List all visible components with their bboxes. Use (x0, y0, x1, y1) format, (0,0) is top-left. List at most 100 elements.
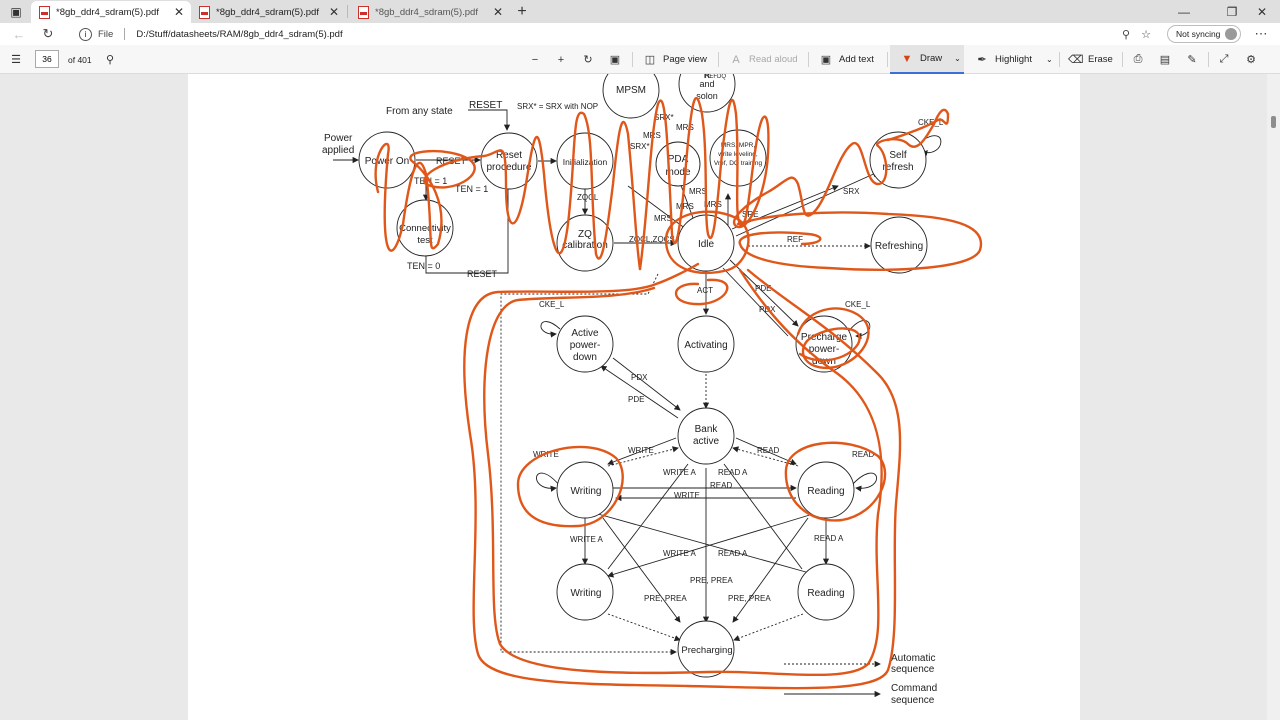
page-view-button[interactable]: ◫Page view (643, 45, 707, 74)
page-number-input[interactable]: 36 (35, 50, 59, 68)
ink-stroke-outer-loop (463, 262, 902, 690)
zoom-in-icon[interactable]: + (557, 53, 565, 66)
label-refdq: REFDQ (705, 74, 726, 80)
profile-sync-button[interactable]: Not syncing (1167, 25, 1241, 43)
ink-stroke-top-scribble (374, 111, 642, 271)
info-icon: i (79, 27, 92, 41)
transition-labels: From any state RESET SRX* = SRX with NOP… (322, 74, 944, 706)
erase-label: Erase (1088, 54, 1113, 65)
label-srx-star-1: SRX* (654, 113, 674, 122)
toolbar-divider (718, 52, 719, 67)
read-aloud-label: Read aloud (749, 54, 798, 65)
draw-button[interactable]: ▼ Draw ⌄ (890, 45, 964, 74)
label-srx-note: SRX* = SRX with NOP (517, 102, 598, 111)
label-write-mid: WRITE (674, 491, 700, 500)
state-conn-label-2: test (417, 235, 433, 246)
tab-divider (347, 5, 348, 18)
search-icon[interactable]: ⚲ (105, 54, 115, 66)
state-sr-label-1: Self (889, 150, 906, 161)
maximize-icon[interactable]: ❐ (1226, 4, 1238, 19)
label-read-loop: READ (852, 450, 874, 459)
add-text-icon: ▣ (820, 54, 832, 66)
scrollbar-thumb[interactable] (1271, 116, 1276, 128)
settings-gear-icon[interactable]: ⚙ (1246, 54, 1256, 66)
vertical-scrollbar[interactable] (1267, 74, 1280, 720)
close-window-icon[interactable]: ✕ (1256, 4, 1268, 19)
refresh-icon[interactable]: ↻ (42, 26, 54, 41)
close-tab-icon[interactable]: ✕ (492, 5, 503, 19)
new-tab-icon[interactable]: + (517, 2, 527, 20)
fullscreen-icon[interactable]: ⤢ (1219, 53, 1229, 65)
tab-title: *8gb_ddr4_sdram(5).pdf (375, 6, 478, 18)
ddr4-state-diagram: MPSM R and solon Power On Reset procedur… (322, 74, 983, 706)
state-ppd-label-1: Precharge (801, 332, 848, 343)
contents-icon[interactable]: ☰ (11, 54, 21, 66)
ink-stroke-act-loop (674, 278, 729, 306)
state-bank-active (677, 407, 735, 465)
url-field[interactable]: i File D:/Stuff/datasheets/RAM/8gb_ddr4_… (69, 25, 1159, 43)
label-from-any-state: From any state (386, 106, 453, 117)
state-sr-label-2: refresh (882, 162, 913, 173)
label-act: ACT (697, 286, 713, 295)
tab-strip: ▣ *8gb_ddr4_sdram(5).pdf ✕ *8gb_ddr4_sdr… (0, 0, 1280, 23)
label-srx-star-2: SRX* (630, 142, 650, 151)
legend-auto-2: sequence (891, 664, 935, 675)
label-read-1: READ (757, 446, 779, 455)
label-power-applied-1: Power (324, 133, 353, 144)
label-sre: SRE (742, 210, 758, 219)
state-zq-label-1: ZQ (578, 229, 592, 240)
ink-stroke-reading-circle (784, 441, 887, 522)
label-mrs-3: MRS (689, 187, 707, 196)
state-active-pd (556, 315, 614, 373)
toolbar-divider (808, 52, 809, 67)
save-as-icon[interactable]: ✎ (1187, 54, 1197, 66)
add-text-button[interactable]: ▣Add text (819, 45, 874, 74)
erase-button[interactable]: ⌫ Erase (1068, 45, 1113, 74)
tab-pdf-2[interactable]: *8gb_ddr4_sdram(5).pdf ✕ (191, 1, 346, 23)
pdf-icon (199, 5, 210, 19)
state-reset-label-2: procedure (486, 162, 531, 173)
close-tab-icon[interactable]: ✕ (173, 5, 184, 19)
tab-pdf-1[interactable]: *8gb_ddr4_sdram(5).pdf ✕ (31, 1, 191, 23)
toolbar-divider (887, 52, 888, 67)
more-menu-icon[interactable]: ⋯ (1254, 26, 1268, 41)
highlight-button[interactable]: ✒Highlight⌄ (975, 45, 1053, 74)
minimize-icon[interactable]: — (1178, 4, 1190, 19)
label-read-mid: READ (710, 481, 732, 490)
state-reading (797, 461, 855, 519)
chevron-down-icon[interactable]: ⌄ (954, 54, 961, 63)
draw-label: Draw (920, 53, 943, 64)
automatic-arrows (500, 242, 881, 668)
label-power-applied-2: applied (322, 145, 354, 156)
label-ref: REF (787, 235, 803, 244)
close-tab-icon[interactable]: ✕ (328, 5, 339, 19)
fit-page-icon[interactable]: ▣ (609, 54, 621, 66)
label-mrs-5: MRS (704, 200, 722, 209)
save-icon[interactable]: ▤ (1159, 54, 1171, 66)
label-read-a-1: READ A (718, 468, 748, 477)
state-bank-label-1: Bank (695, 424, 719, 435)
pdf-page[interactable]: MPSM R and solon Power On Reset procedur… (188, 74, 1080, 720)
rotate-icon[interactable]: ↻ (583, 54, 593, 66)
state-idle-label: Idle (698, 239, 715, 250)
print-icon[interactable]: ⎙ (1133, 53, 1143, 65)
state-writing2-label: Writing (571, 588, 602, 599)
state-pda-label-2: mode (665, 167, 690, 178)
draw-icon: ▼ (901, 52, 913, 65)
back-icon[interactable]: ← (12, 26, 26, 42)
toolbar-divider (632, 52, 633, 67)
state-rank-label-2: and (699, 79, 714, 89)
pdf-icon (39, 5, 50, 19)
tab-pdf-3[interactable]: *8gb_ddr4_sdram(5).pdf ✕ (350, 1, 510, 23)
zoom-out-icon[interactable]: − (531, 53, 539, 66)
chevron-down-icon[interactable]: ⌄ (1045, 55, 1053, 64)
ink-stroke-refresh-loop (736, 211, 983, 271)
label-ten1-b: TEN = 1 (455, 184, 488, 194)
pdf-viewer[interactable]: MPSM R and solon Power On Reset procedur… (0, 74, 1280, 720)
window-menu-icon[interactable]: ▣ (10, 4, 22, 19)
eraser-icon: ⌫ (1068, 54, 1084, 66)
label-mrs-2: MRS (676, 123, 694, 132)
zoom-icon[interactable]: ⚲ (1121, 28, 1131, 41)
favorites-icon[interactable]: ☆ (1141, 28, 1151, 41)
